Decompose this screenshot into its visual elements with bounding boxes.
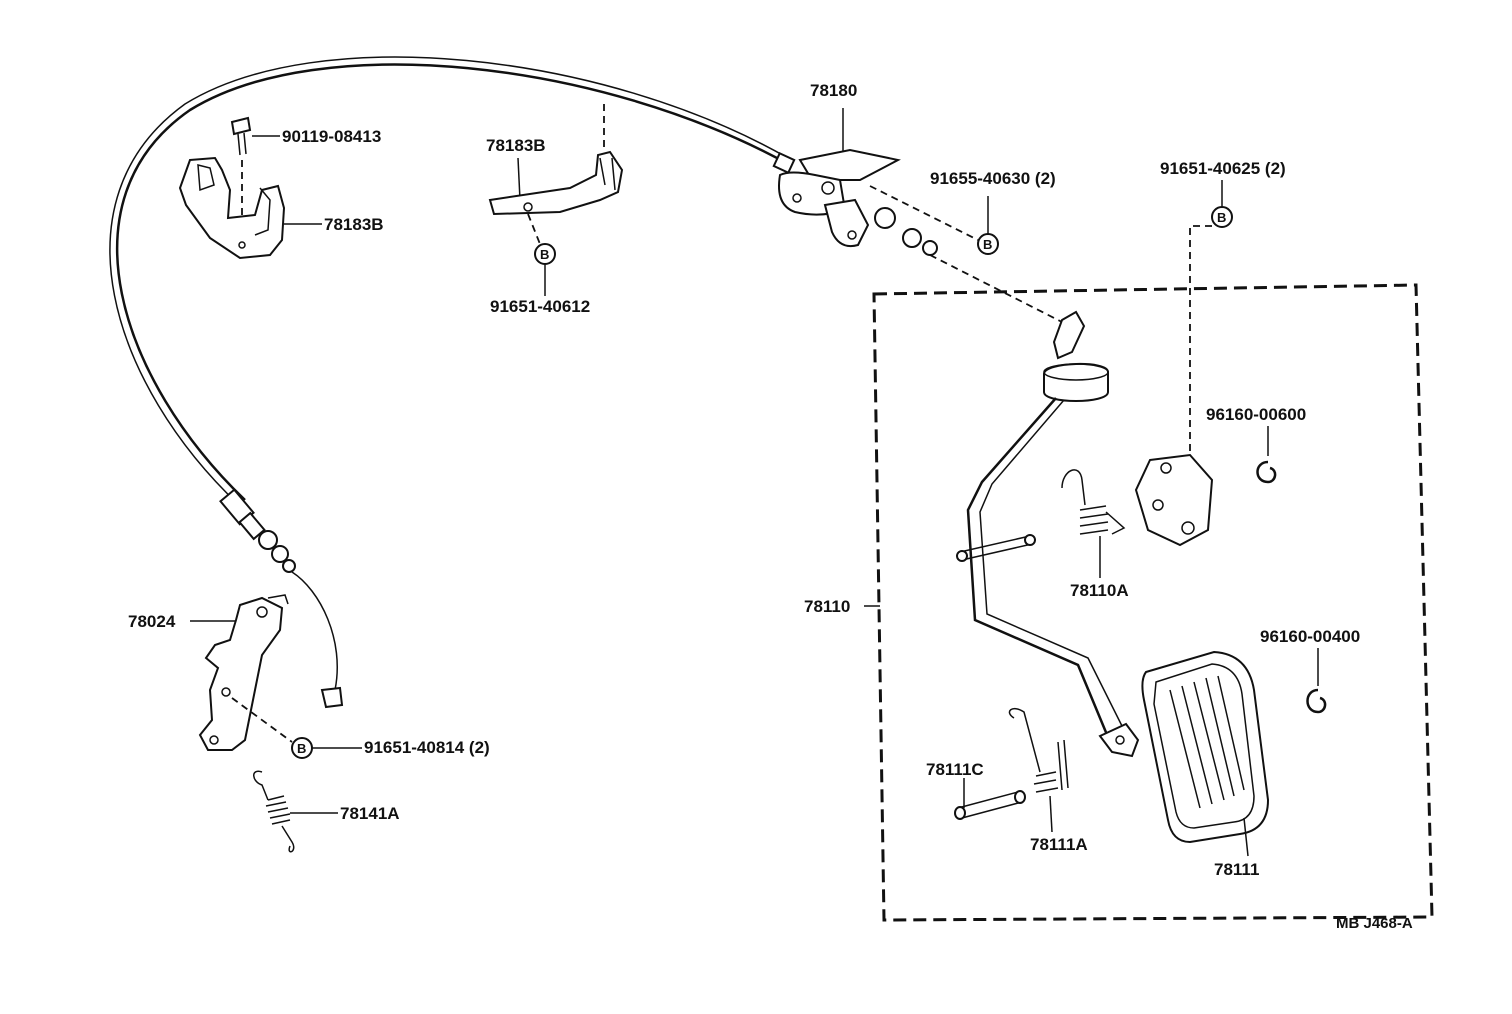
bracket-78183b-top [488, 150, 624, 216]
label-91651-40612: 91651-40612 [490, 297, 590, 316]
bolt-b-marker-icon: B [1211, 206, 1233, 228]
label-78024: 78024 [128, 612, 176, 631]
bolt-b-marker-icon: B [291, 737, 313, 759]
label-78111: 78111 [1214, 860, 1259, 879]
label-78183b-left: 78183B [324, 215, 384, 234]
label-78111c: 78111C [926, 760, 984, 779]
spring-78111a [1008, 707, 1069, 793]
spring-78110a [1061, 469, 1126, 535]
pin-78111c [954, 790, 1026, 820]
stopper-plate [1134, 453, 1214, 547]
drawing-code: MB J468-A [1336, 915, 1413, 932]
accelerator-cable [109, 56, 796, 709]
spring-78141a [253, 770, 295, 853]
svg-text:B: B [540, 247, 549, 262]
label-78141a: 78141A [340, 804, 400, 823]
svg-text:B: B [1217, 210, 1226, 225]
label-78110a: 78110A [1070, 581, 1129, 600]
clip-96160-00600 [1256, 460, 1277, 484]
label-91651-40625: 91651-40625 (2) [1160, 159, 1286, 178]
pedal-pad-78111 [1141, 650, 1270, 844]
label-78110: 78110 [804, 597, 850, 616]
bracket-78183b-left [178, 156, 286, 260]
assembly-boundary [872, 283, 1434, 922]
bolt-b-marker-icon: B [534, 243, 556, 265]
clip-96160-00400 [1306, 688, 1327, 714]
label-96160-00600: 96160-00600 [1206, 405, 1306, 424]
bolt-90119 [230, 116, 252, 156]
label-90119-08413: 90119-08413 [282, 127, 381, 146]
label-78180: 78180 [810, 81, 857, 100]
bolt-b-marker-icon: B [977, 233, 999, 255]
label-91655-40630: 91655-40630 (2) [930, 169, 1056, 188]
svg-text:B: B [983, 237, 992, 252]
pedal-arm-78110 [956, 310, 1140, 758]
label-78183b-top: 78183B [486, 136, 546, 155]
label-78111a: 78111A [1030, 835, 1088, 854]
svg-text:B: B [297, 741, 306, 756]
label-96160-00400: 96160-00400 [1260, 627, 1360, 646]
label-91651-40814: 91651-40814 (2) [364, 738, 490, 757]
throttle-lever-78024 [198, 594, 289, 751]
bracket-78180 [778, 108, 938, 256]
